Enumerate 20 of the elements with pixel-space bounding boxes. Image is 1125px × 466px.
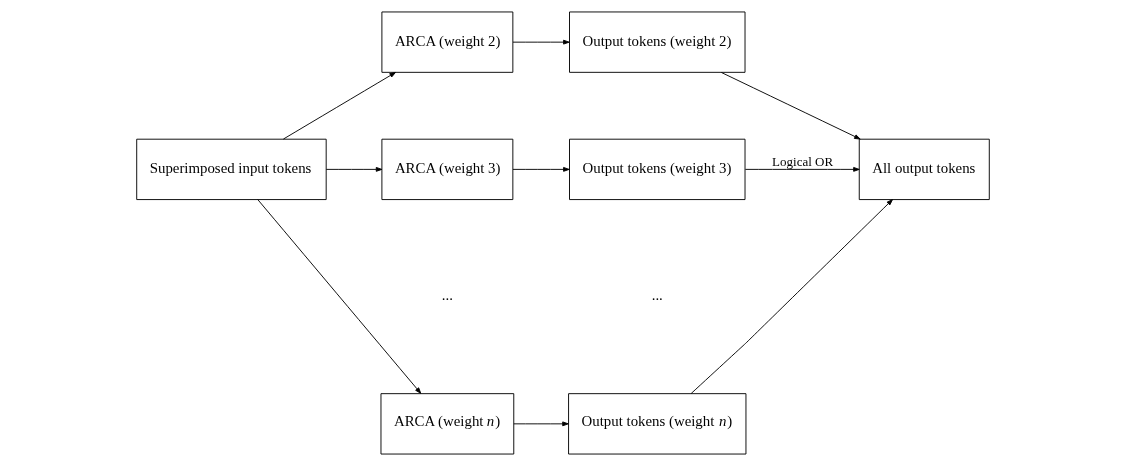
arrow (282, 72, 396, 140)
arrow (690, 199, 893, 394)
arrow (744, 166, 860, 172)
label: ... (651, 287, 663, 304)
node-box: All output tokens (858, 138, 990, 201)
node-box: ARCA (weight 2) (380, 11, 513, 73)
arrow (512, 39, 570, 45)
arrow (512, 166, 570, 172)
arrow (512, 421, 569, 427)
node-box: Superimposed input tokens (135, 138, 327, 201)
node-box: Output tokens (weight n) (567, 393, 746, 455)
arrow (325, 166, 382, 172)
node-box: Output tokens (weight 2) (568, 11, 745, 73)
arrow (256, 199, 421, 394)
edge-label: Logical OR (771, 153, 833, 169)
node-box: ARCA (weight 3) (380, 138, 513, 201)
arrow (720, 72, 861, 140)
node-box: ARCA (weight n) (380, 393, 514, 455)
node-box: Output tokens (weight 3) (568, 138, 745, 201)
label: ... (441, 287, 453, 304)
